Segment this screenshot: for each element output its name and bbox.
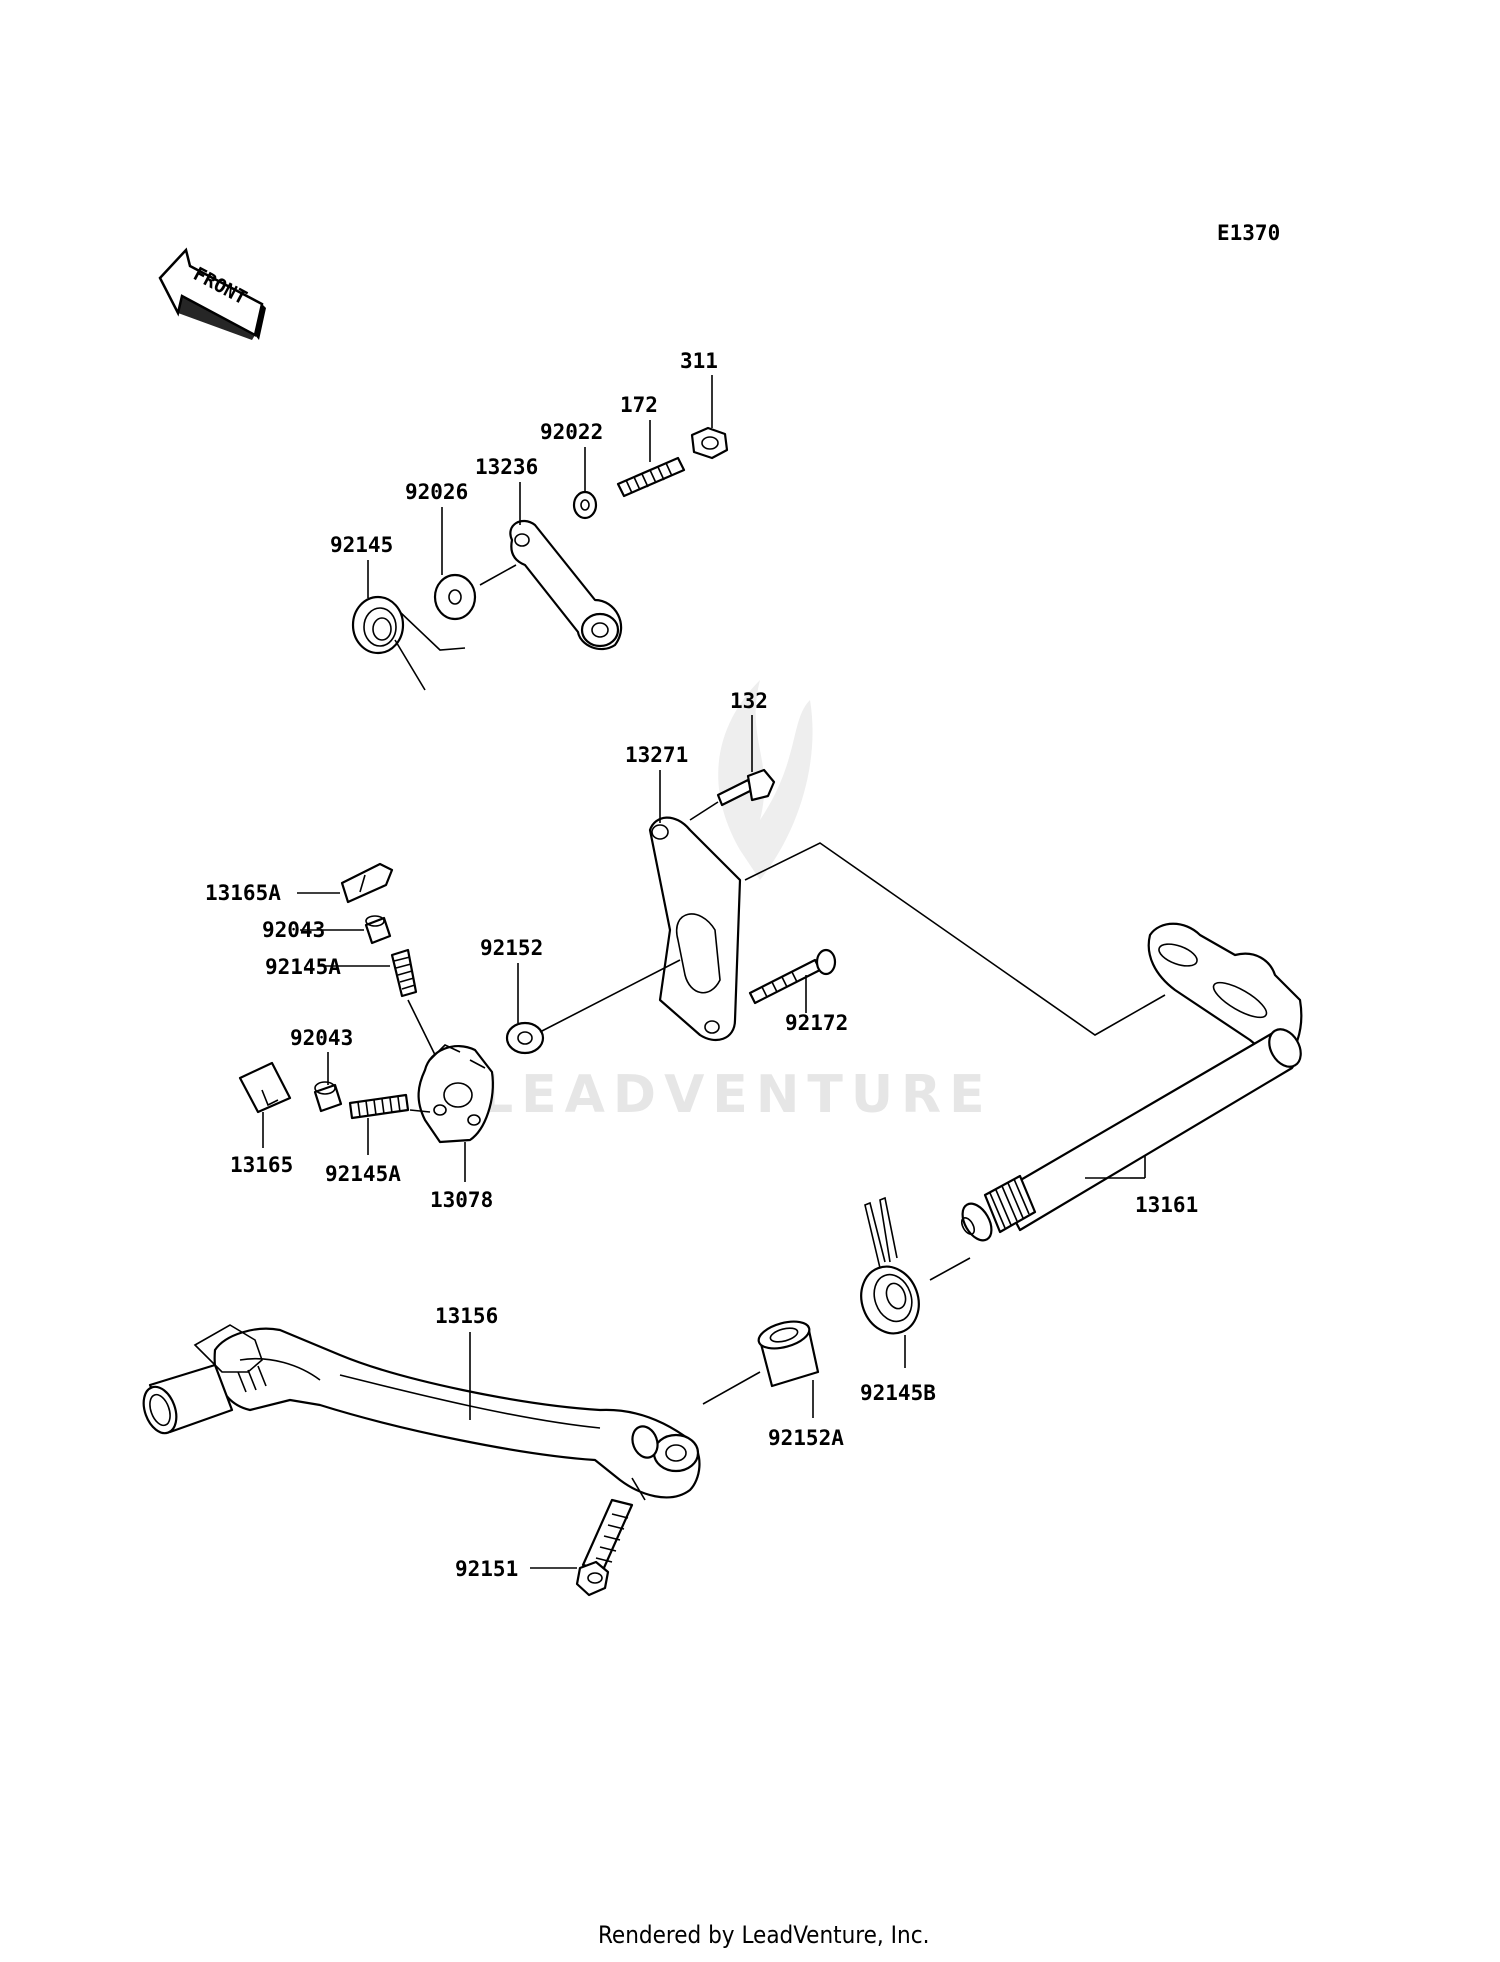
label-13236: 13236 [475, 455, 538, 479]
washer-92022: 92022 [540, 420, 603, 520]
pin-92043-bottom: 92043 [290, 1026, 353, 1113]
label-92152: 92152 [480, 936, 543, 960]
label-92145A-bottom: 92145A [325, 1162, 401, 1186]
label-92026: 92026 [405, 480, 468, 504]
plate-13271: 13271 [625, 743, 742, 1042]
label-13156: 13156 [435, 1304, 498, 1328]
watermark-text: LEADVENTURE [480, 1065, 993, 1125]
spring-92145: 92145 [330, 533, 466, 691]
nut-311: 311 [680, 349, 729, 460]
cam-13078: 13078 [417, 1044, 494, 1212]
label-13165A: 13165A [205, 881, 281, 905]
pin-92043-top: 92043 [262, 915, 392, 945]
bolt-92151: 92151 [455, 1477, 646, 1597]
screw-92172: 92172 [748, 948, 848, 1035]
leader-line-13161-plate [744, 842, 1166, 1036]
label-92145: 92145 [330, 533, 393, 557]
bushing-92152A: 92152A [702, 1320, 844, 1450]
spring-92145A-bottom: 92145A [325, 1093, 431, 1186]
spring-92145A-top: 92145A [265, 948, 441, 1066]
label-92172: 92172 [785, 1011, 848, 1035]
stud-172: 172 [616, 393, 686, 498]
label-13271: 13271 [625, 743, 688, 767]
washer-92026: 92026 [405, 480, 477, 621]
label-92145B: 92145B [860, 1381, 936, 1405]
watermark-logo: LEADVENTURE [480, 680, 993, 1125]
shaft-13161: 13161 [960, 922, 1303, 1242]
label-92152A: 92152A [768, 1426, 844, 1450]
label-172: 172 [620, 393, 658, 417]
pedal-13156: 13156 [142, 1304, 701, 1499]
washer-92152: 92152 [480, 936, 681, 1055]
label-92145A-top: 92145A [265, 955, 341, 979]
label-92043-top: 92043 [262, 918, 325, 942]
label-132: 132 [730, 689, 768, 713]
label-92022: 92022 [540, 420, 603, 444]
label-92151: 92151 [455, 1557, 518, 1581]
diagram-code: E1370 [1217, 221, 1280, 245]
label-13161: 13161 [1135, 1193, 1198, 1217]
pawl-13165: 13165 [230, 1061, 293, 1177]
label-92043-bottom: 92043 [290, 1026, 353, 1050]
front-arrow-icon: FRONT [158, 247, 266, 340]
bolt-132: 132 [689, 689, 776, 821]
link-13236: 13236 [475, 455, 623, 651]
footer-credit: Rendered by LeadVenture, Inc. [598, 1921, 929, 1949]
label-13078: 13078 [430, 1188, 493, 1212]
label-13165: 13165 [230, 1153, 293, 1177]
label-311: 311 [680, 349, 718, 373]
spring-92145B: 92145B [860, 1196, 971, 1405]
pawl-13165A: 13165A [205, 862, 394, 905]
